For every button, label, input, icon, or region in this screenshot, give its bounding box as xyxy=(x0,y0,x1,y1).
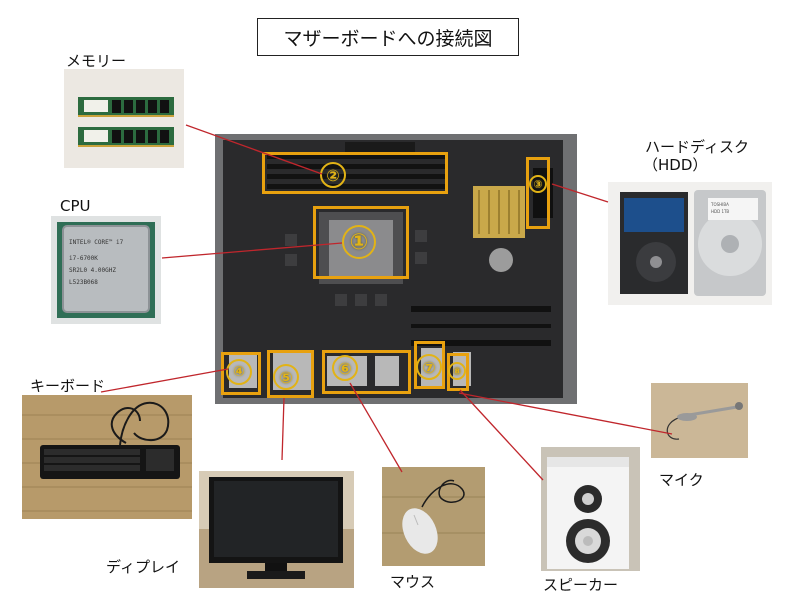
label-speaker: スピーカー xyxy=(543,576,619,594)
audio-out-highlight xyxy=(414,341,445,389)
keyboard-connector-line xyxy=(100,368,229,393)
mouse-photo xyxy=(382,467,485,566)
memory-photo xyxy=(64,69,184,168)
usb-port-highlight xyxy=(322,350,411,394)
svg-text:INTEL® CORE™ i7: INTEL® CORE™ i7 xyxy=(69,239,124,246)
marker-7: ⑦ xyxy=(416,354,442,380)
svg-text:HDD 1TB: HDD 1TB xyxy=(711,209,729,214)
label-hdd: ハードディスク xyxy=(645,138,749,156)
mic-photo xyxy=(651,383,748,458)
hdd-connector-line xyxy=(551,183,609,203)
mic-connector-line xyxy=(458,392,673,435)
marker-5: ⑤ xyxy=(273,364,299,390)
svg-text:L523B068: L523B068 xyxy=(69,279,98,286)
cpu-socket-highlight xyxy=(313,206,409,279)
cpu-photo: INTEL® CORE™ i7 i7-6700K SR2L0 4.00GHZ L… xyxy=(51,216,161,324)
label-hdd-sub: （HDD） xyxy=(643,156,708,174)
mouse-connector-line xyxy=(349,382,403,473)
display-connector-line xyxy=(281,397,285,461)
label-cpu: CPU xyxy=(60,197,91,215)
diagram-title: マザーボードへの接続図 xyxy=(257,18,519,56)
keyboard-photo xyxy=(22,395,192,519)
label-memory: メモリー xyxy=(66,52,127,70)
svg-text:TOSHIBA: TOSHIBA xyxy=(710,202,729,207)
marker-3: ③ xyxy=(529,175,547,193)
cpu-connector-line xyxy=(161,242,343,259)
marker-8: ⑧ xyxy=(448,362,466,380)
keyboard-port-highlight xyxy=(221,352,261,395)
svg-text:i7-6700K: i7-6700K xyxy=(69,255,98,262)
label-display: ディプレイ xyxy=(106,558,180,576)
display-photo xyxy=(199,471,354,588)
svg-text:SR2L0 4.00GHZ: SR2L0 4.00GHZ xyxy=(69,267,116,274)
memory-connector-line xyxy=(185,124,323,175)
display-port-highlight xyxy=(267,350,314,398)
memory-slot-highlight xyxy=(262,152,448,194)
sata-port-highlight xyxy=(526,157,550,229)
hdd-photo: TOSHIBA HDD 1TB xyxy=(608,182,772,305)
marker-6: ⑥ xyxy=(332,355,358,381)
marker-1: ① xyxy=(342,225,376,259)
marker-2: ② xyxy=(320,162,346,188)
label-mouse: マウス xyxy=(390,573,436,591)
label-mic: マイク xyxy=(659,471,704,489)
label-keyboard: キーボード xyxy=(30,377,106,395)
speaker-photo xyxy=(541,447,640,571)
speaker-connector-line xyxy=(459,389,544,481)
marker-4: ④ xyxy=(226,359,252,385)
